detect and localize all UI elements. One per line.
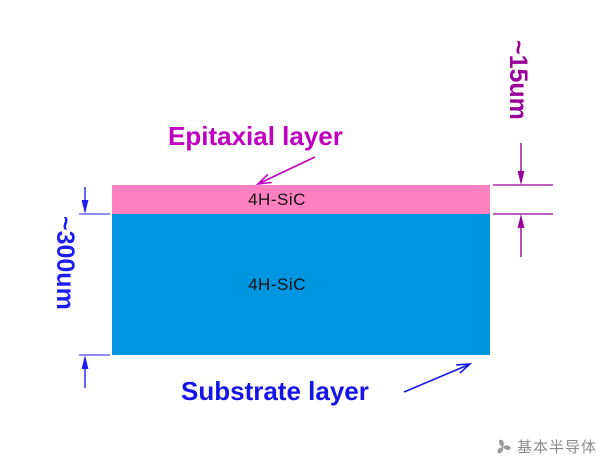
substrate-layer-label: Substrate layer <box>181 376 369 406</box>
epitaxial-material-label: 4H-SiC <box>248 189 306 209</box>
dim-arrow-down-icon <box>517 171 525 185</box>
substrate-leader-arrow <box>403 363 473 393</box>
epitaxial-dimension-lines <box>493 143 553 257</box>
dim-arrow-up-icon <box>81 355 89 369</box>
dim-arrow-down-icon <box>81 200 89 214</box>
substrate-thickness-dimension: ~300um <box>51 216 79 310</box>
watermark-text: 基本半导体 <box>516 439 597 456</box>
epitaxial-thickness-dimension: ~15um <box>504 40 532 120</box>
epitaxial-layer-label: Epitaxial layer <box>168 121 343 151</box>
epitaxial-layer-rect: 4H-SiC <box>112 185 490 214</box>
dim-arrow-up-icon <box>517 214 525 228</box>
leader-arrowhead-icon <box>456 363 473 374</box>
substrate-layer-rect: 4H-SiC <box>112 214 490 355</box>
pinwheel-logo-icon <box>497 439 511 454</box>
substrate-material-label: 4H-SiC <box>248 274 306 294</box>
epitaxial-leader-arrow <box>255 156 316 186</box>
leader-arrowhead-icon <box>255 173 272 186</box>
substrate-dimension-lines <box>79 187 110 388</box>
watermark: 基本半导体 <box>494 436 597 457</box>
